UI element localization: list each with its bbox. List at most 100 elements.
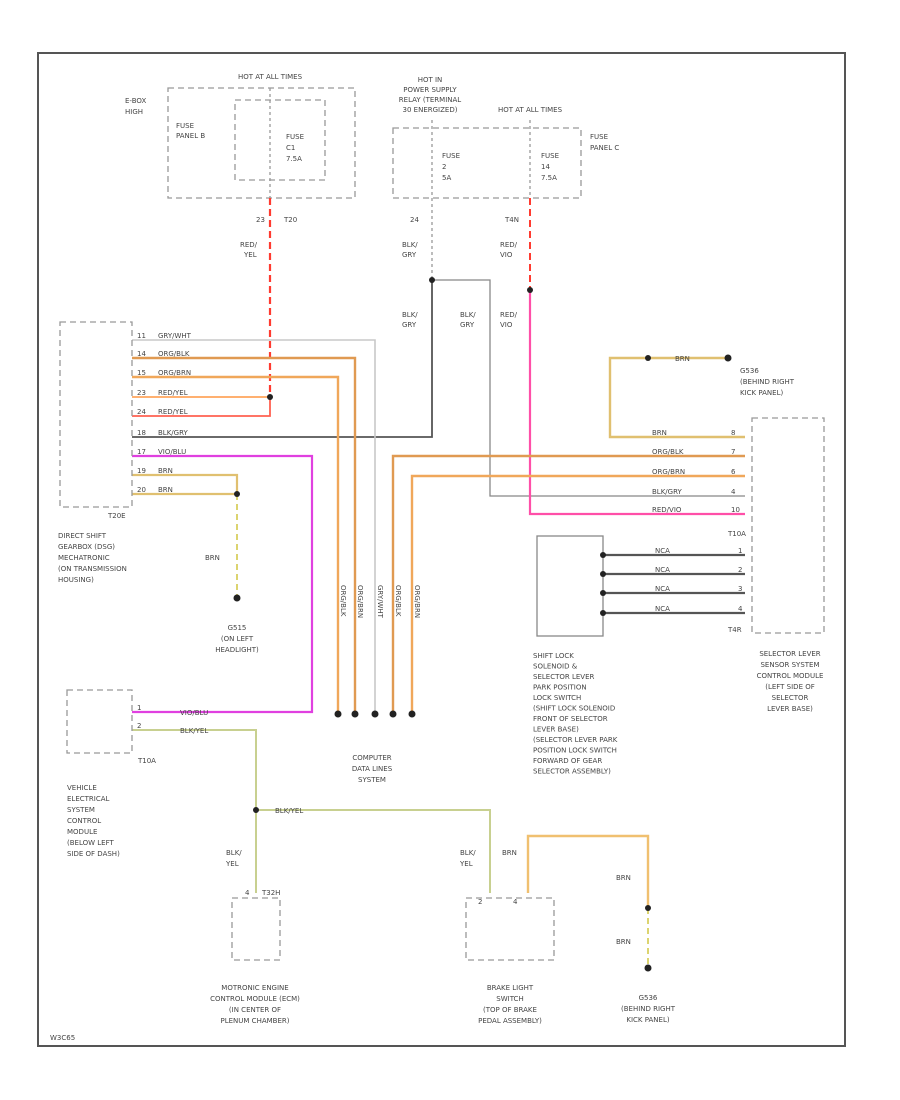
solenoid-pin-number: 1: [738, 547, 742, 555]
hot-in-power-2: POWER SUPPLY: [403, 86, 457, 94]
dsg-mechatronic-box: [59, 321, 133, 508]
label-line: SWITCH: [496, 995, 523, 1003]
selector-pin-color: BLK/GRY: [652, 488, 682, 496]
ves-connector-label: T10A: [137, 757, 156, 765]
bus-wire-label: ORG/BLK: [339, 585, 347, 617]
blk-gry-label-6: GRY: [460, 321, 475, 329]
splice-brn-bottom: [645, 905, 651, 911]
selector-lever-box: [751, 417, 825, 634]
pin-23-label: 23: [256, 216, 265, 224]
wire-org-blk-2: [391, 454, 745, 712]
fuse-panel-c-1: FUSE: [590, 133, 608, 141]
brn-top-label: BRN: [675, 355, 690, 363]
wire-org-brn-2: [410, 474, 745, 712]
dsg-pin-number: 19: [137, 467, 146, 475]
wire-red-yel-24: [132, 397, 271, 417]
label-line: BRAKE LIGHT: [487, 984, 534, 992]
selector-pin-number: 7: [731, 448, 735, 456]
wire-brn-selector: [608, 356, 745, 439]
g536-bottom-label-1: G536: [639, 994, 658, 1002]
blk-yel-left-1: BLK/: [226, 849, 242, 857]
red-yel-label-1: RED/: [240, 241, 258, 249]
fuse-14-2: 14: [541, 163, 550, 171]
blk-yel-mid-label: BLK/YEL: [275, 807, 303, 815]
dsg-label-2: GEARBOX (DSG): [58, 543, 115, 551]
label-line: PARK POSITION: [533, 684, 587, 692]
wire-blk-yel-ves: [132, 729, 257, 810]
selector-pin-number: 6: [731, 468, 736, 476]
dsg-pin-number: 18: [137, 429, 146, 437]
label-line: (BELOW LEFT: [67, 839, 114, 847]
g536-top-label-2: (BEHIND RIGHT: [740, 378, 795, 386]
g536-bottom-label-3: KICK PANEL): [626, 1016, 669, 1024]
brake-pin-2: 2: [478, 898, 482, 906]
splice-brn-19: [234, 491, 240, 497]
motronic-connector: T32H: [261, 889, 280, 897]
blk-yel-left-2: YEL: [225, 860, 239, 868]
label-line: ELECTRICAL: [67, 795, 110, 803]
brake-light-switch-box: [465, 897, 555, 961]
blk-yel-right-1: BLK/: [460, 849, 476, 857]
dsg-pin-color: BRN: [158, 486, 173, 494]
solenoid-pin-node: [600, 571, 606, 577]
wire-blk-yel-brake: [256, 809, 491, 893]
computer-bus-label-2: DATA LINES: [352, 765, 393, 773]
brake-pin-4: 4: [513, 898, 518, 906]
dsg-label-5: HOUSING): [58, 576, 94, 584]
dsg-pin-number: 15: [137, 369, 146, 377]
fuse-14-1: FUSE: [541, 152, 559, 160]
label-line: SHIFT LOCK: [533, 652, 574, 660]
label-line: LEVER BASE): [533, 726, 579, 734]
blk-gry-label-4: GRY: [402, 321, 417, 329]
red-vio-label-2: VIO: [500, 251, 513, 259]
motronic-pin-4: 4: [245, 889, 250, 897]
solenoid-pin-node: [600, 552, 606, 558]
label-line: SYSTEM: [67, 806, 95, 814]
ves-pin-group: 12: [137, 704, 141, 730]
fuse-c1-2: C1: [286, 144, 295, 152]
ebox-label-1: E-BOX: [125, 97, 146, 105]
brn-right-label-2: BRN: [616, 874, 631, 882]
pin-24-label: 24: [410, 216, 419, 224]
selector-connector-top: T10A: [727, 530, 746, 538]
bus-wire-label: GRY/WHT: [376, 585, 384, 619]
label-line: VEHICLE: [67, 784, 97, 792]
dsg-pin-color: RED/YEL: [158, 389, 188, 397]
fuse-14-3: 7.5A: [541, 174, 557, 182]
dsg-pin-color: BRN: [158, 467, 173, 475]
dsg-pin-color: GRY/WHT: [158, 332, 192, 340]
solenoid-pin-number: 2: [738, 566, 742, 574]
bus-wire-label: ORG/BRN: [356, 585, 364, 618]
label-line: POSITION LOCK SWITCH: [533, 747, 617, 755]
bus-node: [351, 710, 359, 718]
selector-pin-color: RED/VIO: [652, 506, 682, 514]
shift-lock-solenoid-box: [536, 535, 604, 637]
hot-at-all-times-2: HOT AT ALL TIMES: [498, 106, 563, 114]
bus-wire-label: ORG/BRN: [413, 585, 421, 618]
ebox-label-2: HIGH: [125, 108, 143, 116]
fuse-2-3: 5A: [442, 174, 451, 182]
solenoid-pin-node: [600, 590, 606, 596]
wire-gry-wht: [132, 339, 376, 712]
wire-org-blk-1: [132, 356, 357, 712]
ebox-fuse-panel-b-box: [167, 87, 356, 199]
g515-label-3: HEADLIGHT): [215, 646, 259, 654]
dsg-pin-number: 17: [137, 448, 146, 456]
label-line: MOTRONIC ENGINE: [221, 984, 288, 992]
label-line: LOCK SWITCH: [533, 694, 581, 702]
wire-org-brn-1: [132, 375, 340, 712]
label-line: SELECTOR ASSEMBLY): [533, 768, 611, 776]
t4n-label: T4N: [504, 216, 519, 224]
ves-module-box: [66, 689, 133, 754]
red-vio-label-3: RED/: [500, 311, 518, 319]
computer-bus-label-1: COMPUTER: [352, 754, 391, 762]
fuse-panel-c-2: PANEL C: [590, 144, 619, 152]
g536-top-label-3: KICK PANEL): [740, 389, 783, 397]
solenoid-pin-number: 4: [738, 605, 743, 613]
fuse-c1-1: FUSE: [286, 133, 304, 141]
